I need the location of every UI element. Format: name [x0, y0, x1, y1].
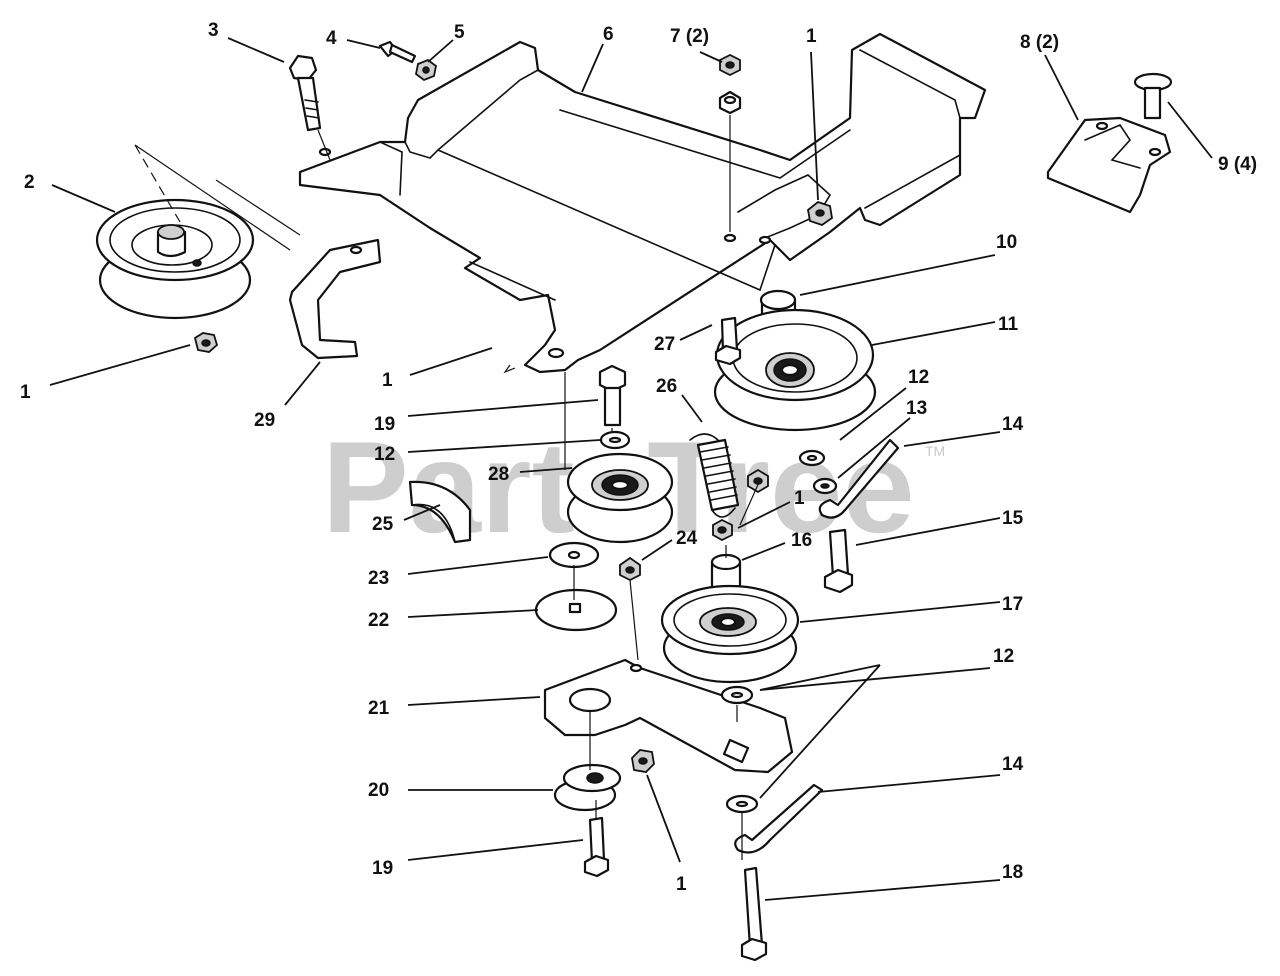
hex-nut-24 [712, 518, 733, 542]
idler-pulley-28 [566, 452, 674, 544]
callout-22: 22 [368, 610, 389, 631]
hex-nut-5 [415, 58, 437, 82]
hook-rod-14-upper [818, 438, 900, 519]
callout-12-lower: 12 [993, 646, 1014, 667]
callout-1-top: 1 [806, 26, 817, 47]
callout-16: 16 [791, 530, 812, 551]
watermark-trademark: TM [925, 443, 945, 459]
idler-arm-21 [543, 658, 794, 774]
callout-7: 7 (2) [670, 26, 709, 47]
idler-pulley-17 [660, 584, 800, 684]
belt-guide-25 [408, 480, 472, 544]
callout-2: 2 [24, 172, 35, 193]
callout-6: 6 [603, 24, 614, 45]
disc-22 [534, 588, 618, 632]
hex-nut-spring [747, 468, 769, 494]
callout-5: 5 [454, 22, 465, 43]
idler-pulley-2 [95, 144, 301, 320]
washer-12-right [798, 449, 826, 467]
callout-1-left: 1 [20, 382, 31, 403]
callout-13: 13 [906, 398, 927, 419]
callout-9: 9 (4) [1218, 154, 1257, 175]
callout-4: 4 [326, 28, 337, 49]
callout-labels: 3 4 5 6 7 (2) 1 8 (2) 9 (4) 2 1 10 11 27… [20, 20, 1257, 895]
callout-14-lower: 14 [1002, 754, 1024, 775]
washer-12-arm [720, 685, 754, 705]
bolt-18 [740, 866, 768, 962]
carriage-bolt-9 [1133, 72, 1173, 120]
callout-12-mid: 12 [374, 444, 395, 465]
washer-12-lower [725, 794, 759, 814]
callout-3: 3 [208, 20, 219, 41]
hex-nut-7-top [719, 53, 741, 77]
hook-rod-14-lower [734, 783, 824, 854]
callout-27: 27 [654, 334, 675, 355]
hex-nut-right [807, 200, 833, 226]
bolt-15 [823, 528, 854, 594]
washer-23 [548, 541, 600, 569]
bushing-20 [553, 763, 622, 812]
callout-10: 10 [996, 232, 1017, 253]
hex-nut-lower-mid [619, 556, 641, 582]
callout-1-mid: 1 [382, 370, 393, 391]
small-bolt-4 [378, 40, 417, 64]
callout-14-upper: 14 [1002, 414, 1024, 435]
callout-26: 26 [656, 376, 677, 397]
callout-19-upper: 19 [374, 414, 395, 435]
hex-nut-lower [631, 749, 655, 773]
hex-nut-7-bottom [718, 90, 742, 232]
callout-25: 25 [372, 514, 394, 535]
idler-pulley-11 [713, 308, 877, 432]
callout-1-bottom: 1 [676, 874, 687, 895]
tension-spring-26 [689, 433, 740, 518]
leader-lines [49, 37, 1213, 901]
clip-bracket-8 [1046, 116, 1172, 214]
callout-24: 24 [676, 528, 698, 549]
callout-11: 11 [998, 314, 1019, 335]
callout-12-right: 12 [908, 367, 929, 388]
callout-18: 18 [1002, 862, 1023, 883]
bolt-3 [288, 54, 331, 161]
hex-nut [193, 332, 219, 353]
main-mounting-bracket [298, 32, 987, 374]
bolt-19-lower [583, 816, 610, 878]
callout-21: 21 [368, 698, 390, 719]
callout-28: 28 [488, 464, 509, 485]
callout-8: 8 (2) [1020, 32, 1059, 53]
callout-20: 20 [368, 780, 389, 801]
side-bracket-29 [288, 238, 382, 360]
callout-23: 23 [368, 568, 389, 589]
callout-19-lower: 19 [372, 858, 393, 879]
washer-13 [812, 477, 838, 495]
callout-29: 29 [254, 410, 275, 431]
callout-15: 15 [1002, 508, 1024, 529]
bolt-19-upper [598, 364, 627, 435]
bolt-27 [714, 316, 742, 366]
callout-1-spring: 1 [794, 488, 805, 509]
callout-17: 17 [1002, 594, 1023, 615]
washer-12-mid [599, 430, 631, 450]
